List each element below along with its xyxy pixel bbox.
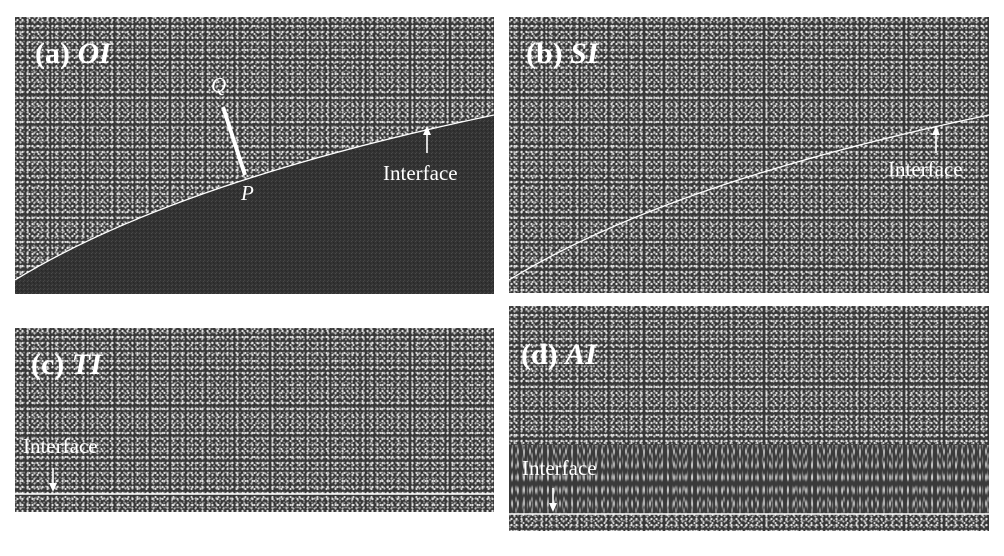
- interface-annotation: Interface: [23, 434, 98, 458]
- interface-annotation: Interface: [383, 161, 458, 185]
- panel-a-oi: (a) OI Q P Interface: [15, 17, 494, 294]
- panel-label-c: (c) TI: [31, 348, 102, 381]
- point-p-label: P: [241, 181, 254, 205]
- interface-overlay: [15, 468, 494, 495]
- interface-annotation: Interface: [888, 157, 963, 181]
- interface-curve: [509, 114, 989, 281]
- interface-annotation: Interface: [522, 456, 597, 480]
- panel-b-si: (b) SI Interface: [509, 17, 989, 293]
- panel-label-d: (d) AI: [521, 338, 597, 371]
- panel-label-a: (a) OI: [35, 37, 111, 70]
- dark-region-below-interface: [15, 106, 494, 294]
- interface-curve: [15, 114, 494, 281]
- panel-label-b: (b) SI: [526, 37, 599, 70]
- interface-overlay: [509, 488, 989, 515]
- panel-d-ai: (d) AI Interface: [509, 306, 989, 531]
- panel-c-ti: (c) TI Interface: [15, 328, 494, 512]
- streaked-band: [509, 445, 989, 514]
- particle-field: [509, 17, 989, 293]
- segment-pq: [221, 106, 247, 176]
- point-q-label: Q: [211, 73, 227, 97]
- particle-field: [15, 328, 494, 512]
- interface-overlay: [509, 114, 989, 281]
